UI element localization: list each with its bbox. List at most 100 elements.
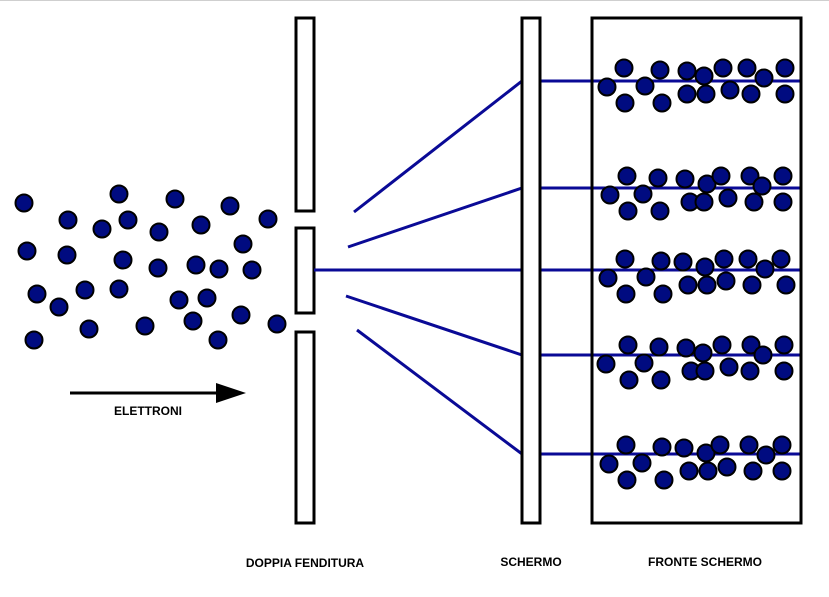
electron-impact — [634, 353, 654, 373]
electron-impact — [774, 335, 794, 355]
electron-impact — [673, 252, 693, 272]
arrow-right-icon — [70, 383, 246, 403]
electron-impact — [653, 284, 673, 304]
electron — [197, 288, 217, 308]
electron-impact — [753, 345, 773, 365]
electron-impact — [773, 166, 793, 186]
electron-impact — [599, 454, 619, 474]
electron — [231, 305, 251, 325]
barrier-top — [294, 16, 316, 213]
electron-impact — [618, 335, 638, 355]
electron-impact — [679, 461, 699, 481]
electron — [191, 215, 211, 235]
electron — [75, 280, 95, 300]
electron-impact — [694, 192, 714, 212]
electron-impact — [649, 337, 669, 357]
electron-impact — [696, 443, 716, 463]
electron — [27, 284, 47, 304]
electron-impact — [677, 84, 697, 104]
electron-impact — [754, 68, 774, 88]
electron-impact — [771, 249, 791, 269]
electron-impact — [635, 76, 655, 96]
electron — [208, 330, 228, 350]
electron-impact — [648, 168, 668, 188]
electron-impact — [755, 259, 775, 279]
electron-impact — [773, 192, 793, 212]
barrier-middle — [294, 226, 316, 315]
electron-impact — [744, 192, 764, 212]
electron-impact — [654, 470, 674, 490]
electron-impact — [739, 435, 759, 455]
electron-impact — [718, 188, 738, 208]
electron-impact — [677, 61, 697, 81]
impact-band-2 — [600, 166, 793, 221]
electron-impact — [741, 335, 761, 355]
screen-side — [520, 16, 542, 525]
electron-impact — [775, 84, 795, 104]
electron — [118, 210, 138, 230]
electron — [92, 219, 112, 239]
electron-impact — [674, 438, 694, 458]
electron-impact — [596, 354, 616, 374]
screen-front-frame — [590, 16, 803, 525]
electron-impact — [697, 174, 717, 194]
electron — [57, 245, 77, 265]
electron-impact — [652, 93, 672, 113]
electron — [169, 290, 189, 310]
electron — [109, 184, 129, 204]
electron-impact — [650, 60, 670, 80]
path-5 — [356, 328, 800, 456]
electron — [17, 241, 37, 261]
electron — [113, 250, 133, 270]
electron-impact — [714, 249, 734, 269]
impact-band-5 — [599, 435, 792, 490]
electron-impact — [741, 84, 761, 104]
electron-impact — [597, 77, 617, 97]
electron — [24, 330, 44, 350]
electron-impact — [756, 445, 776, 465]
electron — [186, 255, 206, 275]
impact-band-3 — [598, 249, 796, 304]
electron-impact — [743, 461, 763, 481]
electron-impact — [615, 93, 635, 113]
electron — [58, 210, 78, 230]
electron — [148, 258, 168, 278]
electron-impact — [617, 470, 637, 490]
electron-impact — [695, 361, 715, 381]
double-slit-barrier — [294, 16, 316, 525]
electron — [135, 316, 155, 336]
electron-impact — [651, 370, 671, 390]
electron-impact — [776, 275, 796, 295]
electron-impact — [698, 461, 718, 481]
electron-impact — [678, 275, 698, 295]
electron-impact — [650, 201, 670, 221]
electron-impact — [720, 80, 740, 100]
electron-impact — [774, 361, 794, 381]
electron — [79, 319, 99, 339]
electron-impact — [716, 271, 736, 291]
electron-impact — [737, 58, 757, 78]
electron-impact — [619, 370, 639, 390]
electron — [14, 193, 34, 213]
electron-impact — [772, 461, 792, 481]
electron-impact — [616, 284, 636, 304]
electron-impact — [618, 201, 638, 221]
electron-impact — [693, 343, 713, 363]
electron — [267, 314, 287, 334]
electron-impact — [636, 267, 656, 287]
barrier-bottom — [294, 330, 316, 525]
electron-impact — [742, 275, 762, 295]
electron-impact — [713, 58, 733, 78]
double-slit-label: DOPPIA FENDITURA — [246, 556, 365, 570]
screen-front-label: FRONTE SCHERMO — [648, 555, 762, 569]
electron — [109, 279, 129, 299]
electron-impact — [772, 435, 792, 455]
electron — [233, 234, 253, 254]
electron-impact — [775, 58, 795, 78]
electron-impact — [711, 166, 731, 186]
electron — [49, 297, 69, 317]
electron-impact — [712, 335, 732, 355]
path-4 — [345, 294, 800, 357]
electron-impact — [600, 185, 620, 205]
